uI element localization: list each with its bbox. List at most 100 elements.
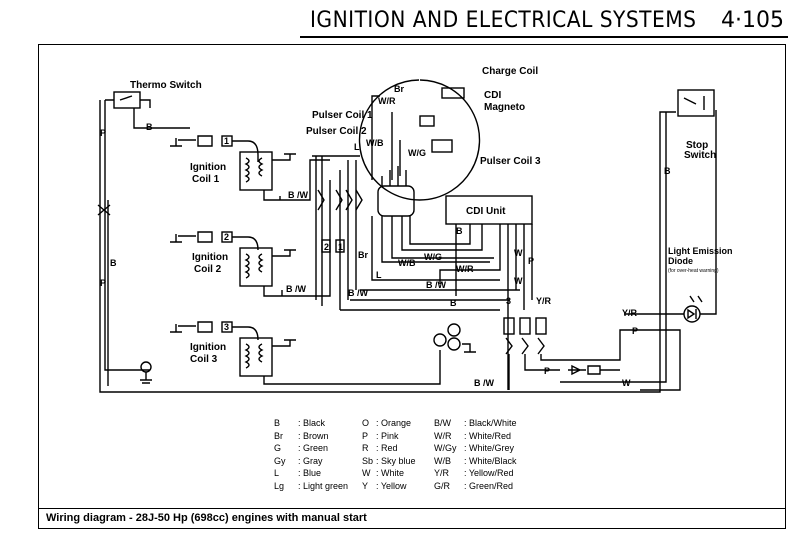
legend-cell: : White/Red xyxy=(464,430,512,441)
led-label-3: (for over-heat warning) xyxy=(668,268,719,274)
wire-label-bw-4: B /W xyxy=(426,280,447,290)
legend-cell: : Blue xyxy=(298,468,322,478)
legend-cell: O xyxy=(362,418,370,428)
pulser-coil-2-label: Pulser Coil 2 xyxy=(306,126,367,137)
wire-label-wg: W/G xyxy=(408,148,426,158)
cdi-magneto-label-2: Magneto xyxy=(484,102,525,113)
legend-cell: Y xyxy=(362,480,369,491)
page-number: 4·105 xyxy=(721,8,784,33)
wire-label-b-cdi: B xyxy=(456,226,463,236)
stop-switch-body xyxy=(677,89,715,117)
legend-cell: B/W xyxy=(434,418,451,428)
ignition-coil-3-label-a: Ignition xyxy=(190,342,226,353)
legend-cell: W/R xyxy=(434,430,452,441)
wire-label-b-thermo: B xyxy=(146,122,153,132)
wire-label-bw-3: B /W xyxy=(348,288,369,298)
led-label-2: Diode xyxy=(668,256,693,266)
wire-label-p-bottom: P xyxy=(100,278,106,288)
legend-cell: : Orange xyxy=(376,418,412,428)
ignition-coil-1-label-b: Coil 1 xyxy=(192,174,220,185)
legend-cell: : Yellow xyxy=(376,480,407,491)
cdi-magneto-label-1: CDI xyxy=(484,90,501,101)
wire-label-l: L xyxy=(354,142,360,152)
led-label-1: Light Emission xyxy=(668,246,733,256)
wire-label-wb: W/B xyxy=(366,138,384,148)
legend-cell: : Pink xyxy=(376,430,399,441)
legend-cell: : Black xyxy=(298,418,326,428)
legend-cell: : Sky blue xyxy=(376,455,416,466)
legend-cell: : Yellow/Red xyxy=(464,468,514,478)
cdi-unit-label: CDI Unit xyxy=(466,206,506,217)
wire-label-l-2: L xyxy=(376,270,382,280)
connector-number-1: 1 xyxy=(224,136,229,146)
wire-label-bw-5: B /W xyxy=(474,378,495,388)
wire-label-wr-2: W/R xyxy=(456,264,474,274)
legend-cell: : Gray xyxy=(298,455,323,466)
ignition-coil-2-label-b: Coil 2 xyxy=(194,264,222,275)
ignition-coil-3-label-b: Coil 3 xyxy=(190,354,218,365)
legend-cell: Sb xyxy=(362,455,374,466)
wire-label-w-2: W xyxy=(514,276,523,286)
wire-label-br: Br xyxy=(394,84,404,94)
diagram-caption: Wiring diagram - 28J-50 Hp (698cc) engin… xyxy=(46,512,367,524)
thermo-switch-label: Thermo Switch xyxy=(130,80,202,91)
wire-label-p-led: P xyxy=(632,326,638,336)
legend-cell: : White xyxy=(376,468,405,478)
legend-cell: : White/Black xyxy=(464,455,517,466)
legend-cell: : Black/White xyxy=(464,418,517,428)
stop-switch-label-1: Stop xyxy=(686,140,708,151)
harness-number-3: 3 xyxy=(506,296,511,306)
legend-cell: G xyxy=(274,443,282,453)
legend-cell: : Brown xyxy=(298,430,329,441)
legend-cell: R xyxy=(362,443,369,453)
charge-coil-label: Charge Coil xyxy=(482,66,538,77)
wire-label-br-2: Br xyxy=(358,250,368,260)
stop-switch-label-2: Switch xyxy=(684,150,716,161)
page-header: IGNITION AND ELECTRICAL SYSTEMS 4·105 xyxy=(300,6,788,38)
legend-cell: Lg xyxy=(274,480,285,491)
legend-cell: B xyxy=(274,418,281,428)
legend-cell: : Red xyxy=(376,443,398,453)
page-title: IGNITION AND ELECTRICAL SYSTEMS xyxy=(310,8,697,33)
connector-number-2: 2 xyxy=(224,232,229,242)
legend-cell: P xyxy=(362,430,369,441)
diagram-frame xyxy=(38,44,786,529)
wire-label-w-1: W xyxy=(514,248,523,258)
thermo-switch-body xyxy=(113,91,141,109)
legend-cell: G/R xyxy=(434,480,451,491)
wire-label-b-ground: B xyxy=(450,298,457,308)
harness-number-1: 1 xyxy=(338,242,343,252)
cdi-unit-box xyxy=(445,195,533,225)
legend-cell: W/B xyxy=(434,455,451,466)
wire-label-p-bottom-right: P xyxy=(544,366,550,376)
wire-label-p-cdi: P xyxy=(528,256,534,266)
wire-label-bw-2: B /W xyxy=(286,284,307,294)
wire-label-wg-2: W/G xyxy=(424,252,442,262)
wire-label-b-stop: B xyxy=(664,166,671,176)
pulser-coil-3-label: Pulser Coil 3 xyxy=(480,156,541,167)
ignition-coil-1-label-a: Ignition xyxy=(190,162,226,173)
wire-label-wb-2: W/B xyxy=(398,258,416,268)
legend-cell: Br xyxy=(274,430,283,441)
ignition-coil-2-label-a: Ignition xyxy=(192,252,228,263)
legend-cell: : White/Grey xyxy=(464,443,515,453)
legend-cell: W/Gy xyxy=(434,443,457,453)
legend-cell: L xyxy=(274,468,280,478)
wire-label-yr-1: Y/R xyxy=(536,296,552,306)
wire-label-w-bottom: W xyxy=(622,378,631,388)
wire-label-p-top: P xyxy=(100,128,106,138)
caption-bar: Wiring diagram - 28J-50 Hp (698cc) engin… xyxy=(38,508,786,529)
connector-number-3: 3 xyxy=(224,322,229,332)
legend-cell: Y/R xyxy=(434,468,450,478)
legend-cell: Gy xyxy=(274,455,286,466)
wire-label-bw-1: B /W xyxy=(288,190,309,200)
wire-label-b-left: B xyxy=(110,258,117,268)
legend-cell: : Green/Red xyxy=(464,480,514,491)
legend-cell: W xyxy=(362,468,371,478)
harness-number-2: 2 xyxy=(324,242,329,252)
pulser-coil-1-label: Pulser Coil 1 xyxy=(312,110,373,121)
wire-label-wr: W/R xyxy=(378,96,396,106)
legend-cell: : Green xyxy=(298,443,329,453)
wire-label-yr-2: Y/R xyxy=(622,308,638,318)
